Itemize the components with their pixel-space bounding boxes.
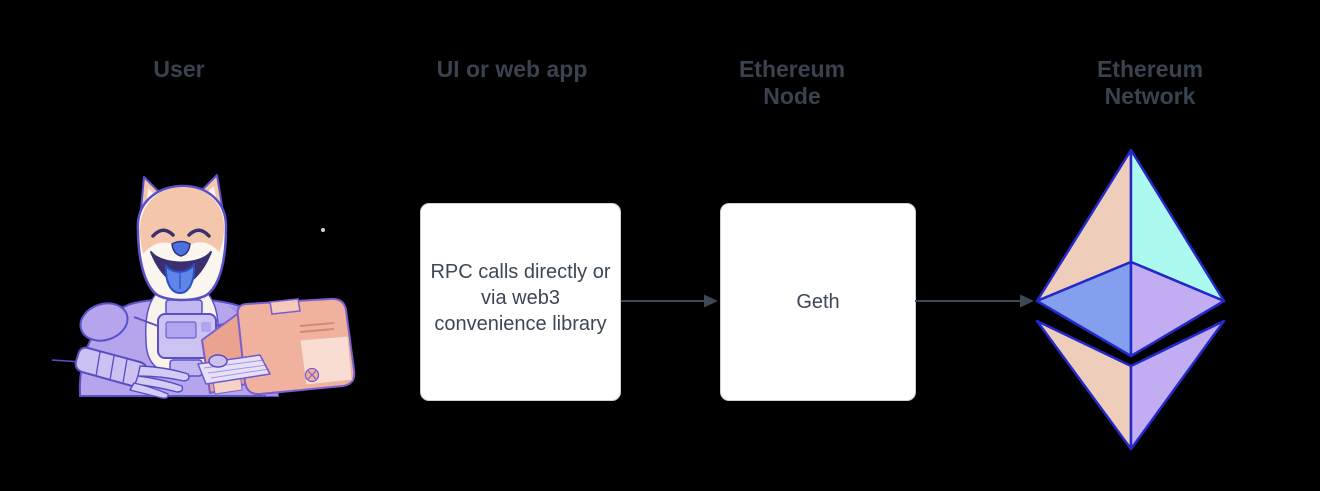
sparkle-dot (321, 228, 325, 232)
doge-eye-left (151, 228, 175, 238)
doge-right-hand (208, 354, 228, 368)
label-ui-or-web-app: UI or web app (436, 56, 588, 82)
node-rpc-box: RPC calls directly or via web3 convenien… (420, 203, 621, 401)
arrow-geth-to-network (915, 294, 1034, 308)
ethereum-logo-icon (1035, 148, 1226, 451)
doge-nose (171, 240, 191, 257)
node-geth-text: Geth (796, 291, 840, 313)
doge-robotic-arm (74, 346, 190, 399)
arrow-rpc-to-geth (621, 294, 718, 308)
shoulder-pad (79, 302, 129, 342)
label-ethereum-node: Ethereum Node (738, 56, 846, 109)
doge-head (136, 184, 228, 302)
node-rpc-text: RPC calls directly or via web3 convenien… (430, 261, 611, 335)
doge-eye-right (187, 228, 211, 238)
doge-user-illustration-icon (51, 174, 356, 399)
label-user: User (153, 56, 205, 82)
label-ethereum-network: Ethereum Network (1096, 56, 1204, 109)
node-geth-box: Geth (720, 203, 916, 401)
